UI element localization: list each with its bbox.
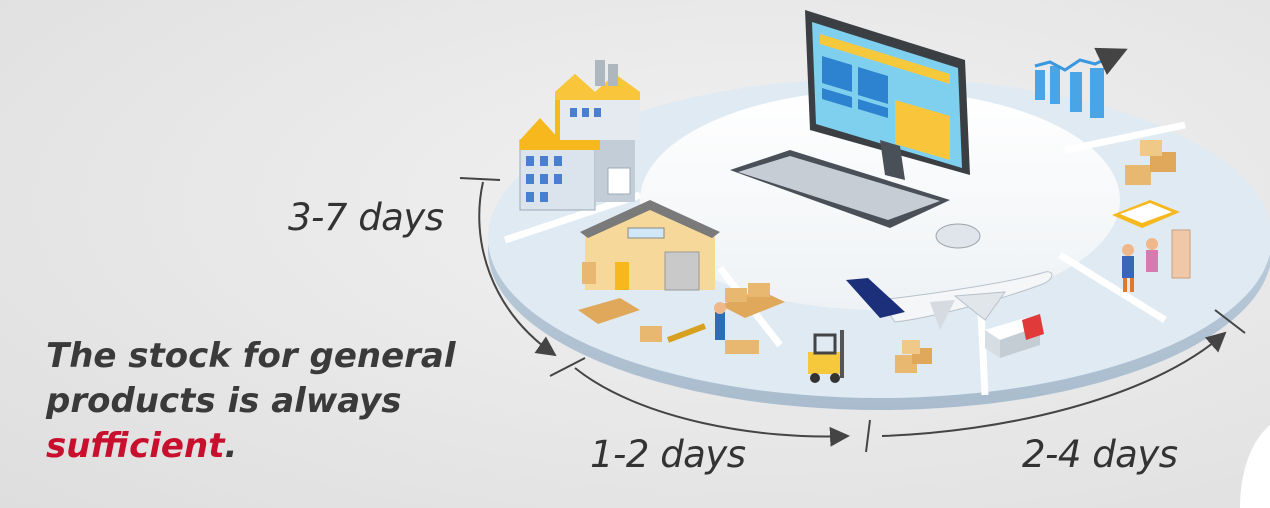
clipboard-icon xyxy=(1112,200,1180,228)
corner-shape xyxy=(1240,425,1270,508)
duration-warehouse-label: 1-2 days xyxy=(590,433,746,476)
warehouse-icon xyxy=(580,200,720,291)
pallet-icon xyxy=(578,262,785,342)
factory-icon xyxy=(519,60,640,211)
keyboard-icon xyxy=(730,150,950,228)
duration-delivery-label: 2-4 days xyxy=(1022,433,1178,476)
timeline-arrows xyxy=(459,177,1246,453)
growth-chart-icon xyxy=(1034,47,1128,118)
stock-headline: The stock for general products is always… xyxy=(46,334,466,469)
headline-line-2: products is always xyxy=(46,381,402,421)
parcels-icon xyxy=(1125,140,1176,185)
headline-highlight: sufficient xyxy=(46,426,225,466)
duration-production-label: 3-7 days xyxy=(288,196,444,239)
computer-icon xyxy=(805,10,970,180)
ring-platform xyxy=(488,78,1270,410)
delivery-person-icon xyxy=(1122,229,1191,292)
forklift-icon xyxy=(808,330,844,383)
truck-icon xyxy=(985,314,1044,358)
parcels-icon xyxy=(895,340,932,373)
hand-truck-icon xyxy=(666,302,759,354)
headline-line-3: sufficient. xyxy=(46,424,466,469)
headline-line-1: The stock for general xyxy=(46,336,456,376)
headline-end: . xyxy=(224,426,238,466)
mouse-icon xyxy=(935,223,981,249)
airplane-icon xyxy=(846,271,1053,330)
